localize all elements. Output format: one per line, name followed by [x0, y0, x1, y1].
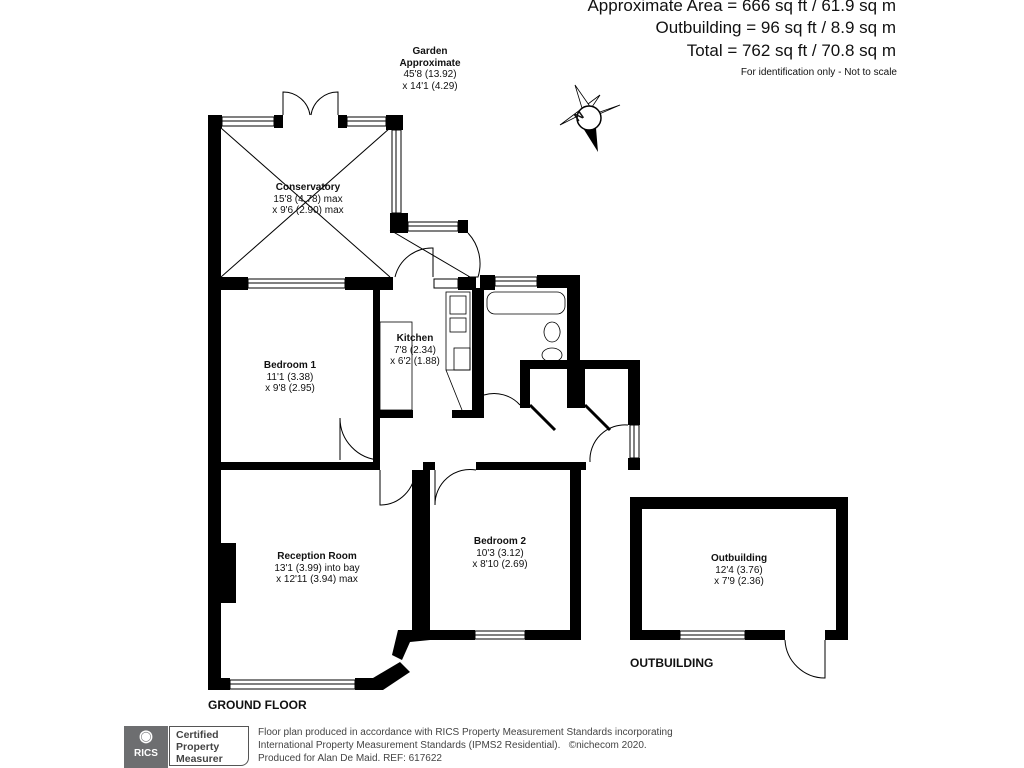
room-label-kitchen: Kitchen 7'8 (2.34) x 6'2 (1.88): [385, 333, 445, 368]
room-name: Conservatory: [275, 182, 341, 193]
room-name: Garden: [412, 46, 448, 57]
door-leaves: [528, 403, 612, 432]
rics-lion-icon: ◉: [139, 728, 153, 745]
room-dim: 45'8 (13.92): [403, 69, 457, 80]
walls: [208, 115, 848, 690]
room-dim: x 12'11 (3.94) max: [276, 574, 358, 585]
room-dim: x 14'1 (4.29): [402, 80, 458, 92]
compass-icon: [559, 84, 621, 152]
rics-logo-text: RICS: [134, 748, 158, 759]
floor-label-ground: GROUND FLOOR: [208, 698, 307, 712]
room-name: Bedroom 1: [263, 360, 317, 371]
rics-logo: ◉ RICS: [124, 726, 168, 768]
approximate-area: Approximate Area = 666 sq ft / 61.9 sq m: [587, 0, 896, 15]
room-dim: 7'8 (2.34): [394, 344, 436, 356]
badge-line: Measurer: [176, 753, 223, 765]
room-name: Bedroom 2: [473, 536, 527, 547]
room-name: Outbuilding: [710, 553, 768, 564]
windows: [221, 116, 746, 690]
room-label-conservatory: Conservatory 15'8 (4.78) max x 9'6 (2.90…: [258, 182, 358, 217]
room-dim: 12'4 (3.76): [715, 564, 763, 576]
room-name-2: Approximate: [399, 57, 461, 69]
bathroom-fittings: [486, 291, 566, 363]
room-dim: x 6'2 (1.88): [390, 356, 440, 367]
footer-line: Produced for Alan De Maid. REF: 617622: [258, 753, 442, 764]
floor-label-outbuilding: OUTBUILDING: [630, 656, 714, 670]
certified-property-measurer-badge: Certified Property Measurer: [169, 726, 249, 766]
footer-line: Floor plan produced in accordance with R…: [258, 727, 673, 738]
outbuilding-area: Outbuilding = 96 sq ft / 8.9 sq m: [655, 18, 897, 37]
room-dim: 10'3 (3.12): [476, 547, 524, 559]
room-name: Kitchen: [396, 333, 434, 344]
disclaimer: For identification only - Not to scale: [740, 67, 897, 78]
room-dim: x 7'9 (2.36): [714, 576, 764, 587]
room-label-outbuilding: Outbuilding 12'4 (3.76) x 7'9 (2.36): [699, 553, 779, 588]
room-dim: x 8'10 (2.69): [472, 559, 528, 570]
room-label-bedroom-1: Bedroom 1 11'1 (3.38) x 9'8 (2.95): [250, 360, 330, 395]
room-label-reception: Reception Room 13'1 (3.99) into bay x 12…: [262, 551, 372, 586]
badge-line: Property: [176, 741, 220, 753]
footer-line: International Property Measurement Stand…: [258, 740, 647, 751]
room-dim: 15'8 (4.78) max: [273, 193, 343, 205]
room-dim: 13'1 (3.99) into bay: [274, 562, 360, 574]
room-dim: 11'1 (3.38): [266, 371, 314, 383]
room-dim: x 9'6 (2.90) max: [272, 205, 344, 216]
footer-notes: Floor plan produced in accordance with R…: [258, 726, 673, 765]
kitchen-fittings: [379, 291, 471, 411]
room-label-bedroom-2: Bedroom 2 10'3 (3.12) x 8'10 (2.69): [460, 536, 540, 571]
total-area: Total = 762 sq ft / 70.8 sq m: [686, 41, 896, 60]
room-label-garden: Garden Approximate 45'8 (13.92) x 14'1 (…: [385, 46, 475, 92]
room-name: Reception Room: [277, 551, 357, 562]
door-swings: [220, 91, 826, 679]
room-dim: x 9'8 (2.95): [265, 383, 315, 394]
badge-line: Certified: [176, 729, 219, 741]
